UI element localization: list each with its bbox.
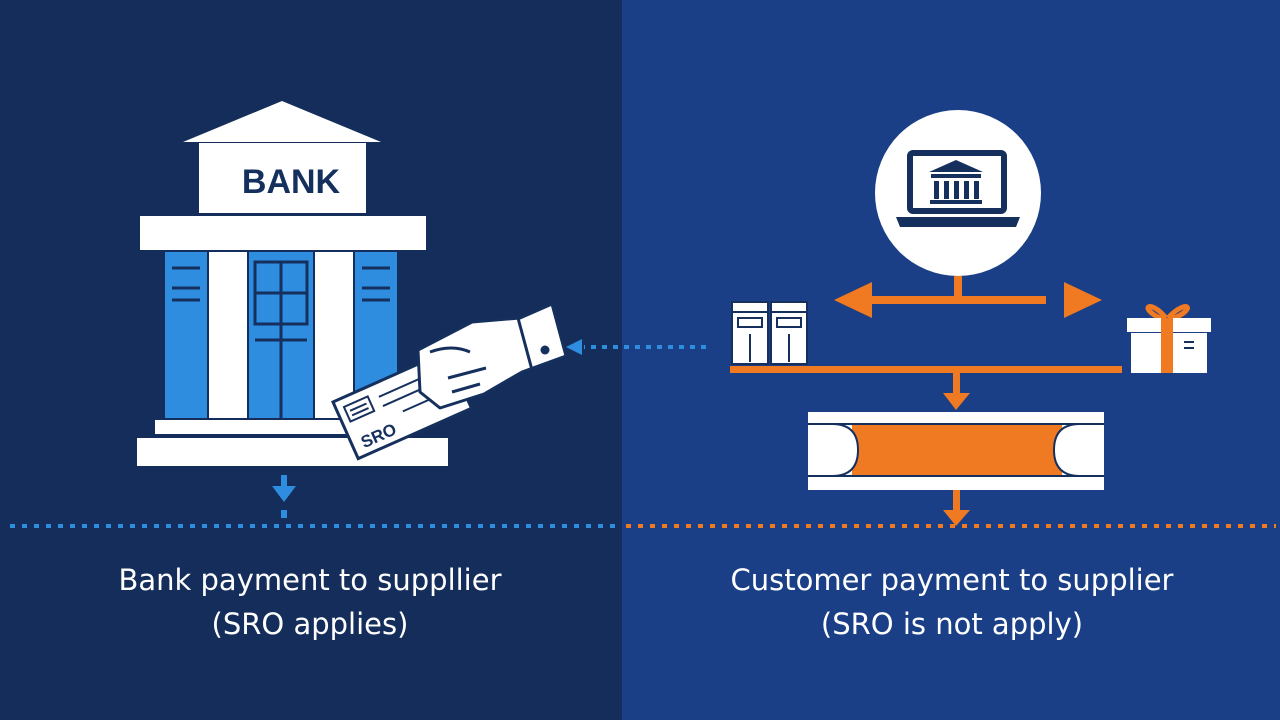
right-down-arrow xyxy=(943,490,970,526)
right-caption-line1: Customer payment to supplier xyxy=(730,563,1174,597)
dotted-arrow-to-bank xyxy=(566,339,706,355)
left-down-arrow xyxy=(272,475,296,518)
orange-exchange-arrow xyxy=(834,276,1102,318)
right-caption: Customer payment to supplier (SRO is not… xyxy=(642,558,1262,646)
left-caption-line2: (SRO applies) xyxy=(211,607,409,641)
orange-flow-line xyxy=(730,366,1122,410)
online-banking-laptop-icon xyxy=(875,110,1041,276)
bank-sign-text: BANK xyxy=(242,163,341,201)
gift-box-icon xyxy=(1127,304,1211,373)
transfer-bar-icon xyxy=(808,412,1104,490)
left-caption-line1: Bank payment to suppllier xyxy=(118,563,502,597)
product-boxes-icon xyxy=(731,301,808,365)
right-caption-line2: (SRO is not apply) xyxy=(820,607,1084,641)
left-caption: Bank payment to suppllier (SRO applies) xyxy=(20,558,600,646)
hand-with-cheque-icon: SRO xyxy=(331,302,568,461)
